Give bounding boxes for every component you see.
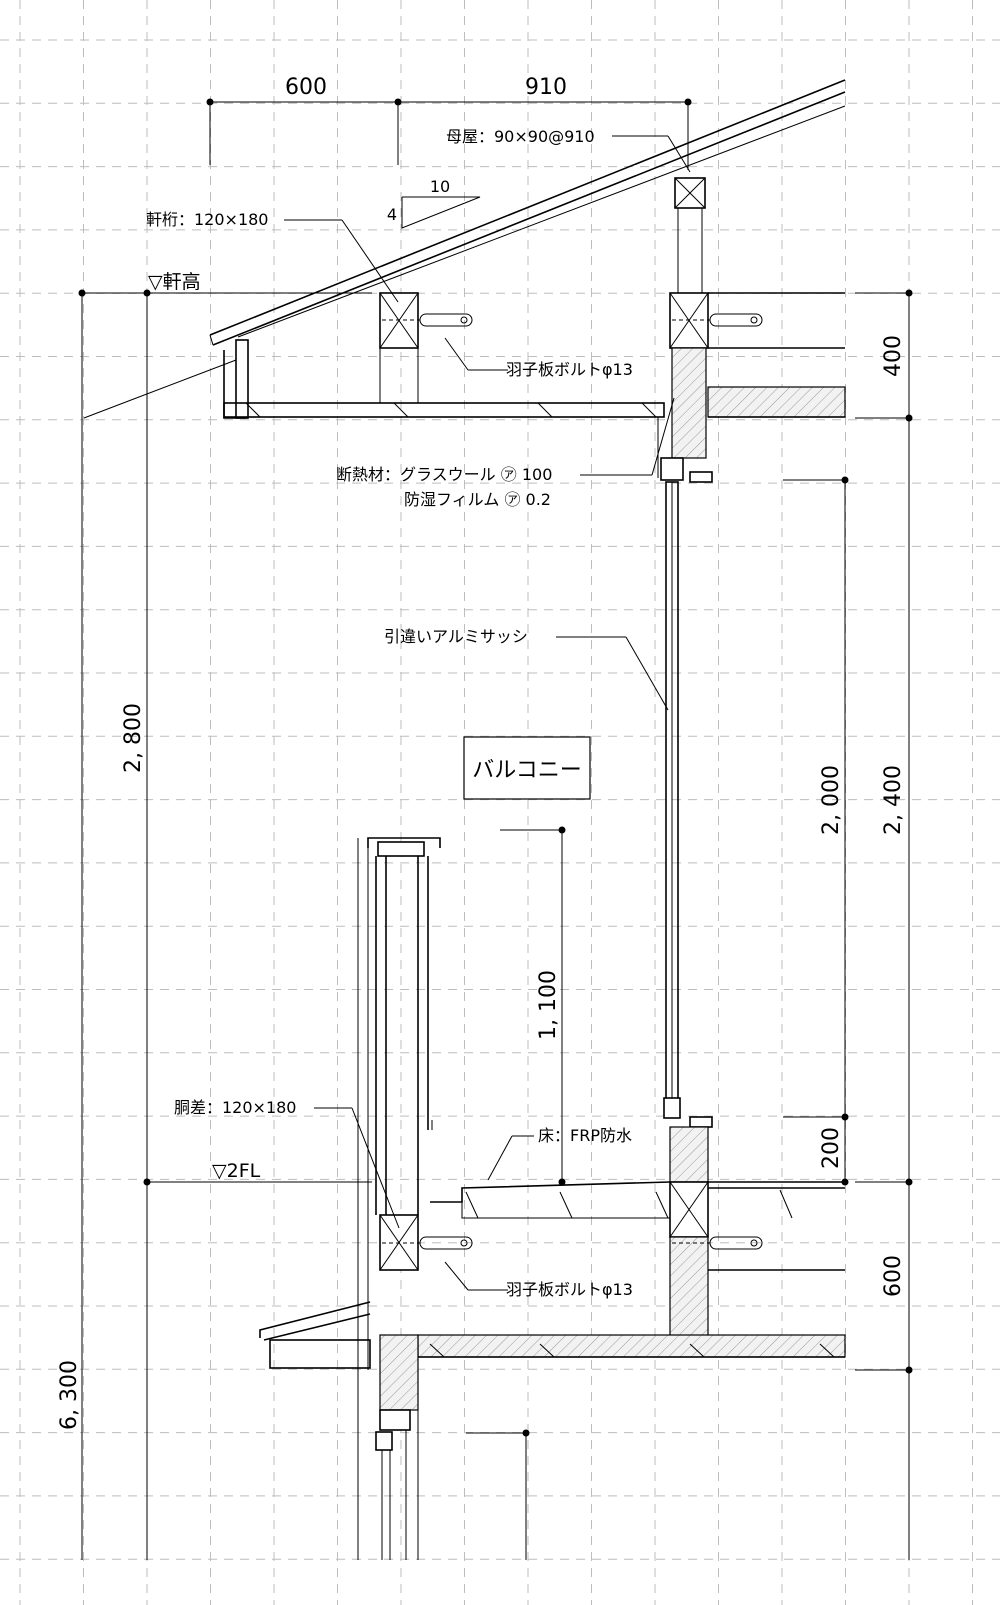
label-insulation: 断熱材：グラスウール ㋐ 100 — [336, 465, 552, 484]
annotation-texts: 母屋：90×90@910 軒桁：120×180 羽子板ボルトφ13 断熱材：グラ… — [146, 127, 633, 1299]
dim-eave-ceiling: 400 — [881, 335, 906, 377]
lower-wall — [669, 1116, 713, 1338]
label-bolt-upper: 羽子板ボルトφ13 — [506, 360, 633, 379]
dim-sash-height: 2, 000 — [819, 765, 844, 835]
upper-wall — [657, 347, 713, 483]
level-2fl: ▽2FL — [212, 1160, 261, 1182]
room-label-box — [463, 736, 591, 800]
dim-top-right: 910 — [525, 75, 567, 100]
label-sash: 引違いアルミサッシ — [384, 627, 528, 646]
dim-slope-run: 10 — [430, 177, 450, 196]
parapet-wall — [357, 837, 441, 1560]
level-eave: ▽軒高 — [148, 271, 201, 293]
dim-eave-2fl: 2, 800 — [121, 703, 146, 773]
dimension-texts: 600 910 10 4 400 2, 800 6, 300 2, 000 2,… — [57, 75, 906, 1430]
label-girt: 胴差：120×180 — [174, 1098, 297, 1117]
purlin-post — [669, 177, 709, 349]
leader-lines — [284, 135, 691, 1291]
dim-total-height: 6, 300 — [57, 1360, 82, 1430]
dim-handrail: 1, 100 — [536, 970, 561, 1040]
dim-sill: 200 — [819, 1127, 844, 1169]
balcony-floor — [430, 1181, 845, 1271]
lower-bolts — [382, 1236, 763, 1250]
slope-indicator — [401, 196, 481, 229]
label-purlin: 母屋：90×90@910 — [446, 127, 595, 146]
dim-top-left: 600 — [285, 75, 327, 100]
dim-slope-rise: 4 — [387, 205, 397, 224]
label-bolt-lower: 羽子板ボルトφ13 — [506, 1280, 633, 1299]
level-marks: ▽軒高 ▽2FL — [148, 271, 261, 1182]
label-floor: 床：FRP防水 — [538, 1126, 632, 1145]
lower-exterior-wall — [375, 1334, 419, 1560]
upper-floor-beams — [707, 292, 846, 418]
lower-ceiling — [259, 1301, 846, 1369]
dimension-lines — [78, 98, 913, 1560]
eave-beam — [379, 292, 419, 403]
upper-bolts — [382, 313, 763, 327]
dim-sash-to-fl: 2, 400 — [881, 765, 906, 835]
dim-floor-depth: 600 — [881, 1255, 906, 1297]
label-room: バルコニー — [472, 758, 582, 783]
label-eave-beam: 軒桁：120×180 — [146, 210, 269, 229]
aluminium-sash — [663, 481, 681, 1119]
label-vapor-film: 防湿フィルム ㋐ 0.2 — [404, 490, 551, 509]
